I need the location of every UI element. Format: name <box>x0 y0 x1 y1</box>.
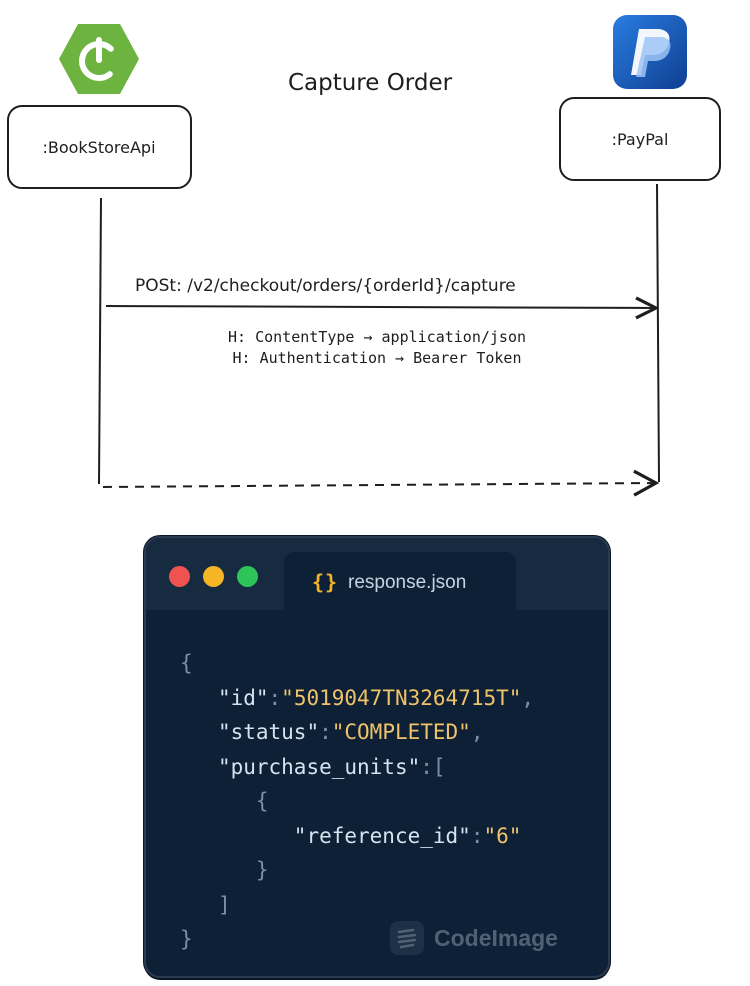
request-arrow <box>105 306 656 308</box>
code-token <box>180 893 218 917</box>
lifeline-bookstoreapi <box>98 197 102 485</box>
participant-label-bookstoreapi: :BookStoreApi <box>42 138 155 157</box>
code-token: { <box>255 789 269 813</box>
code-key: "reference_id" <box>293 823 471 848</box>
participant-label-paypal: :PayPal <box>612 130 669 149</box>
code-token: :[ <box>420 754 446 779</box>
code-line: ] <box>180 888 534 923</box>
tab-response-json[interactable]: {} response.json <box>284 552 516 614</box>
code-window: {} response.json { "id":"5019047TN326471… <box>144 536 610 978</box>
maximize-window-dot[interactable] <box>237 566 258 587</box>
code-string: "5019047TN3264715T" <box>281 685 522 710</box>
code-token <box>180 824 294 848</box>
diagram-title: Capture Order <box>288 70 453 96</box>
code-line: "id":"5019047TN3264715T", <box>180 681 534 716</box>
code-line: { <box>180 646 534 681</box>
codeimage-watermark: CodeImage <box>390 920 558 956</box>
codeimage-label: CodeImage <box>434 924 558 951</box>
code-line: { <box>180 784 534 819</box>
code-line: } <box>180 922 534 957</box>
code-token <box>180 789 256 813</box>
lifeline-paypal <box>656 183 660 483</box>
curly-braces-icon: {} <box>312 570 339 594</box>
code-token: { <box>180 651 193 675</box>
spring-boot-icon <box>58 22 140 96</box>
sequence-diagram: Capture Order :BookStoreApi :PayPal POSt… <box>7 70 721 497</box>
request-label: POSt: /v2/checkout/orders/{orderId}/capt… <box>135 276 516 296</box>
code-line: "reference_id":"6" <box>180 819 534 854</box>
tab-label: response.json <box>348 572 467 593</box>
code-key: "purchase_units" <box>217 754 421 779</box>
code-token <box>180 720 218 744</box>
code-token: } <box>255 858 269 882</box>
response-arrow <box>102 469 660 497</box>
code-token: : <box>470 823 484 848</box>
request-header-authentication: H: Authentication → Bearer Token <box>233 349 522 367</box>
code-token <box>180 686 218 710</box>
participant-box-bookstoreapi <box>7 105 192 189</box>
code-key: "status" <box>217 720 320 744</box>
window-titlebar: {} response.json <box>146 538 608 614</box>
close-window-dot[interactable] <box>169 566 190 587</box>
code-line: "status":"COMPLETED", <box>180 715 534 750</box>
code-token <box>180 858 256 882</box>
code-key: "id" <box>217 685 269 710</box>
code-token: : <box>319 720 332 744</box>
code-string: "COMPLETED" <box>331 720 471 744</box>
code-string: "6" <box>483 823 522 848</box>
code-token: , <box>470 720 484 744</box>
code-token: , <box>521 685 535 710</box>
code-block: { "id":"5019047TN3264715T", "status":"CO… <box>180 646 534 957</box>
request-header-content-type: H: ContentType → application/json <box>228 328 526 346</box>
code-token: } <box>180 927 193 951</box>
codeimage-logo-icon <box>390 921 424 955</box>
participant-box-paypal <box>559 97 721 181</box>
code-token: : <box>268 685 282 710</box>
paypal-icon <box>613 15 687 89</box>
code-token: ] <box>217 892 231 917</box>
code-line: "purchase_units":[ <box>180 750 534 785</box>
minimize-window-dot[interactable] <box>203 566 224 587</box>
code-token <box>180 755 218 779</box>
code-line: } <box>180 853 534 888</box>
